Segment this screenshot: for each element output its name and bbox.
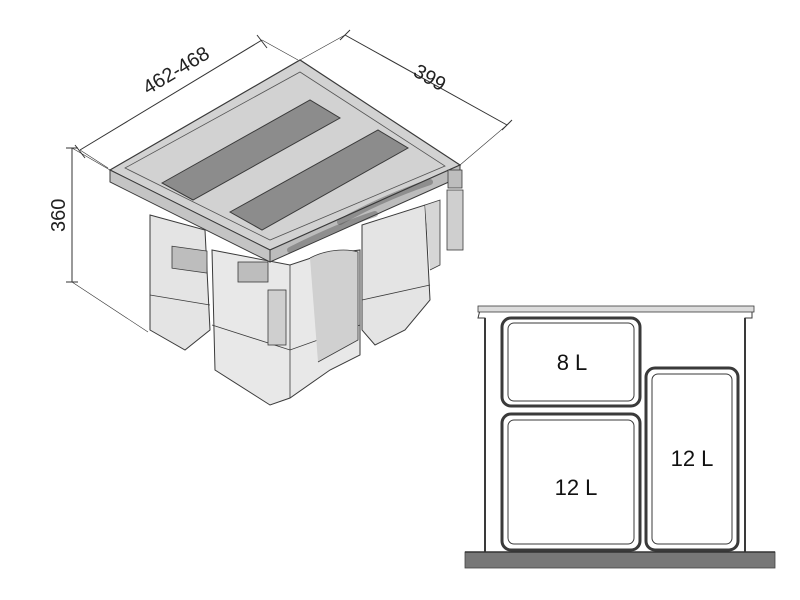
lid-slot xyxy=(228,129,409,231)
bin-12l-left: 12 L xyxy=(500,412,642,552)
bin-back-right xyxy=(361,199,441,346)
bin-capacity-label: 12 L xyxy=(671,446,714,471)
depth-label: 399 xyxy=(410,60,450,96)
cabinet-floor xyxy=(464,551,776,569)
lid xyxy=(108,59,462,263)
dimension-height: 360 xyxy=(48,147,149,333)
top-view: 8 L 12 L 12 L xyxy=(464,305,776,569)
bin-8l: 8 L xyxy=(500,316,642,408)
bin-back-left xyxy=(149,214,211,351)
bin-capacity-label: 8 L xyxy=(557,350,588,375)
bin-12l-right: 12 L xyxy=(644,366,740,552)
top-rail xyxy=(477,305,755,313)
bin-clips xyxy=(530,317,739,551)
bin-capacity-label: 12 L xyxy=(555,475,598,500)
height-label: 360 xyxy=(48,199,70,232)
mounting-brackets xyxy=(171,169,464,346)
width-label: 462-468 xyxy=(139,43,213,100)
isometric-view: 462-468 399 360 xyxy=(48,29,513,406)
lid-slot xyxy=(160,99,341,201)
